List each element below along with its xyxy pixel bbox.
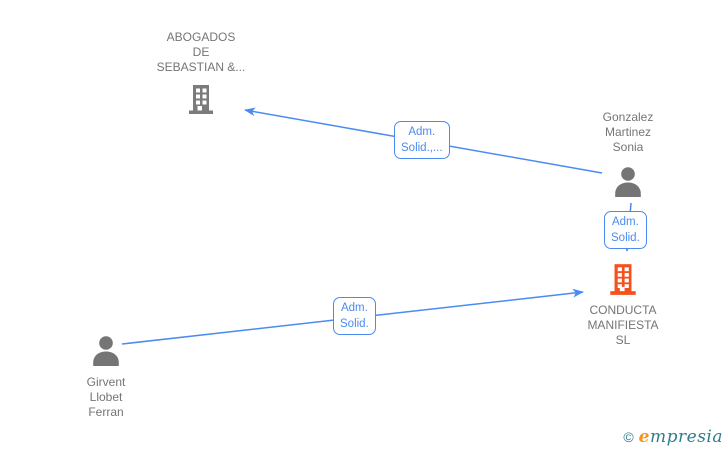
empresia-brand-text: empresia bbox=[639, 427, 723, 447]
brand-first-letter: e bbox=[638, 427, 650, 447]
node-conducta-manifiesta-sl[interactable]: CONDUCTA MANIFIESTA SL bbox=[563, 261, 683, 348]
empresia-logo[interactable]: © empresia bbox=[623, 427, 723, 447]
person-icon bbox=[93, 336, 119, 366]
node-label: Girvent Llobet Ferran bbox=[86, 375, 126, 419]
node-label: CONDUCTA MANIFIESTA SL bbox=[587, 303, 659, 347]
building-icon bbox=[189, 85, 213, 114]
node-girvent-llobet-ferran[interactable]: Girvent Llobet Ferran bbox=[56, 335, 156, 420]
building-icon bbox=[610, 264, 636, 295]
edge-label-adm-solid-girvent[interactable]: Adm. Solid. bbox=[333, 297, 376, 335]
person-icon bbox=[615, 167, 641, 197]
node-abogados-de-sebastian[interactable]: ABOGADOS DE SEBASTIAN &... bbox=[120, 30, 282, 116]
node-label: Gonzalez Martinez Sonia bbox=[602, 110, 654, 154]
edge-label-adm-solid-conducta[interactable]: Adm. Solid. bbox=[604, 211, 647, 249]
copyright-icon: © bbox=[623, 429, 634, 445]
node-gonzalez-martinez-sonia[interactable]: Gonzalez Martinez Sonia bbox=[578, 110, 678, 200]
edge-label-adm-solid-abogados[interactable]: Adm. Solid.,... bbox=[394, 121, 450, 159]
node-label: ABOGADOS DE SEBASTIAN &... bbox=[156, 30, 246, 74]
brand-rest: mpresia bbox=[650, 427, 723, 447]
